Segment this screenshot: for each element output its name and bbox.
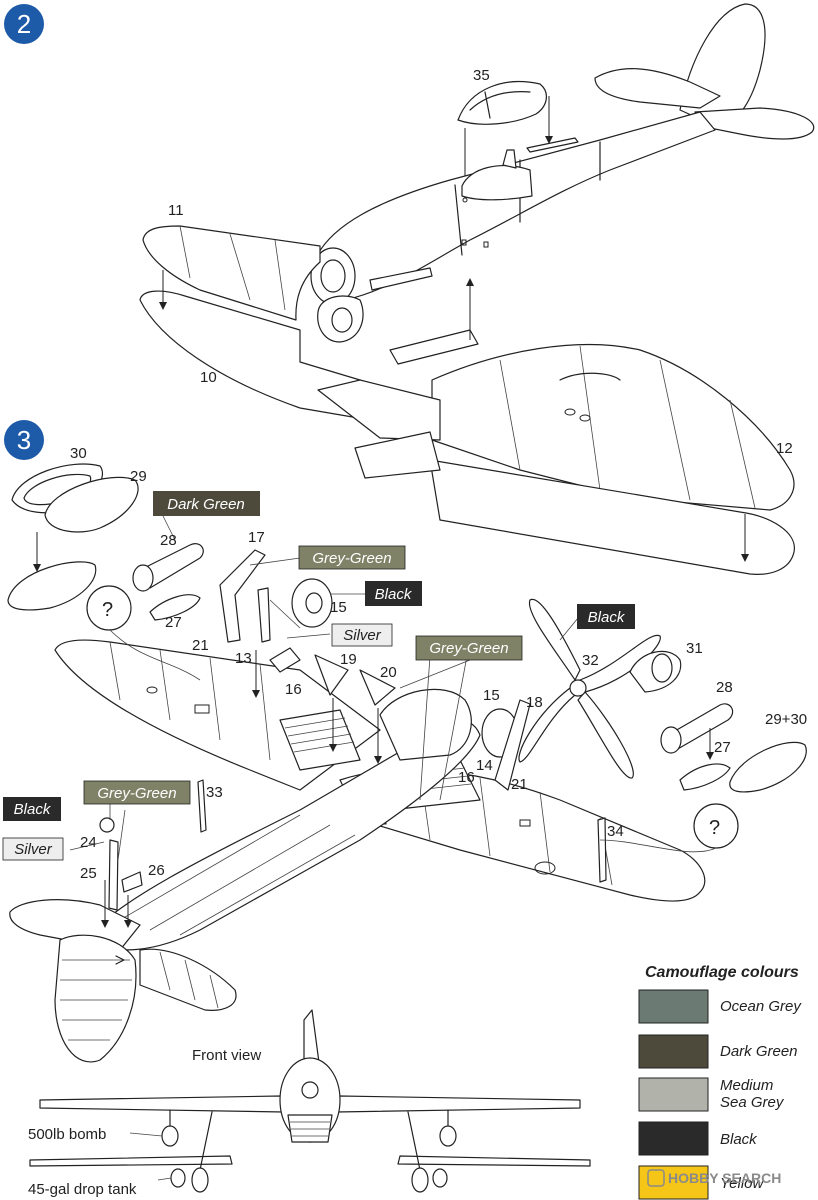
callout-dark-green: Dark Green: [153, 491, 260, 516]
part-label-16b: 16: [458, 769, 475, 786]
legend-yellow: Yellow: [720, 1175, 765, 1192]
part-label-15b: 15: [483, 687, 500, 704]
part-label-18: 18: [526, 694, 543, 711]
gun-part-28: [132, 543, 204, 592]
callout-grey-green-1: Grey-Green: [298, 545, 406, 570]
colour-callouts: Dark Green Grey-Green Black Silver Black…: [2, 491, 635, 861]
canopy-part: [457, 81, 547, 125]
camouflage-legend: Camouflage colours Ocean Grey Dark Green…: [638, 964, 802, 1200]
legend-medium-sea-grey-line2: Sea Grey: [720, 1094, 785, 1111]
drop-tank-label: 45-gal drop tank: [28, 1181, 137, 1198]
swatch-yellow: [638, 1165, 709, 1200]
part-label-26: 26: [148, 862, 165, 879]
step-2-badge: 2: [4, 4, 44, 44]
part-label-11: 11: [168, 202, 184, 219]
legend-black: Black: [720, 1131, 758, 1148]
step-3-drawing: [9, 639, 706, 1063]
part-label-21b: 21: [511, 776, 528, 793]
svg-text:Black: Black: [375, 586, 413, 603]
callout-grey-green-3: Grey-Green: [83, 780, 191, 805]
part-label-19: 19: [340, 651, 357, 668]
step-3-number: 3: [17, 425, 31, 455]
callout-grey-green-2: Grey-Green: [415, 635, 523, 661]
swatch-ocean-grey: [638, 989, 709, 1024]
propeller-32: [518, 598, 661, 779]
part-label-24: 24: [80, 834, 97, 851]
front-view-label: Front view: [192, 1047, 261, 1064]
step-2-number: 2: [17, 9, 31, 39]
svg-text:Black: Black: [14, 801, 52, 818]
callout-silver-2: Silver: [2, 837, 64, 861]
watermark-logo-icon: [647, 1169, 665, 1187]
part-labels: 35 11 10 12 30 29 28 27 17 15 21 13 16 1…: [70, 67, 807, 882]
question-mark-1: ?: [102, 599, 113, 621]
part-label-34: 34: [607, 823, 624, 840]
part-label-29: 29: [130, 468, 147, 485]
legend-ocean-grey: Ocean Grey: [720, 998, 802, 1015]
legend-dark-green: Dark Green: [720, 1043, 798, 1060]
legend-title: Camouflage colours: [645, 964, 799, 981]
part-label-20: 20: [380, 664, 397, 681]
part-label-17: 17: [248, 529, 265, 546]
front-view: [29, 1009, 591, 1193]
callout-black-2: Black: [577, 604, 635, 629]
step-3-badge: 3: [4, 420, 44, 460]
part-label-31: 31: [686, 640, 703, 657]
step-3-parts: [7, 463, 807, 928]
part-label-27b: 27: [714, 739, 731, 756]
swatch-black: [638, 1121, 709, 1156]
part-label-21: 21: [192, 637, 209, 654]
svg-text:Black: Black: [588, 609, 626, 626]
legend-medium-sea-grey-line1: Medium: [720, 1077, 773, 1094]
part-label-15: 15: [330, 599, 347, 616]
watermark-text: HOBBY SEARCH: [668, 1170, 781, 1186]
part-label-32: 32: [582, 652, 599, 669]
callout-black-3: Black: [3, 797, 61, 821]
part-label-27: 27: [165, 614, 182, 631]
part-label-10: 10: [200, 369, 217, 386]
part-label-35: 35: [473, 67, 490, 84]
swatch-medium-sea-grey: [638, 1077, 709, 1112]
part-label-28b: 28: [716, 679, 733, 696]
svg-text:Grey-Green: Grey-Green: [97, 785, 176, 802]
callout-black-1: Black: [365, 581, 422, 606]
part-label-12: 12: [776, 440, 793, 457]
bomb-label: 500lb bomb: [28, 1126, 106, 1143]
part-label-33: 33: [206, 784, 223, 801]
part-label-29-30: 29+30: [765, 711, 807, 728]
part-label-16: 16: [285, 681, 302, 698]
svg-text:Silver: Silver: [14, 841, 53, 858]
svg-text:Grey-Green: Grey-Green: [312, 550, 391, 567]
part-label-28: 28: [160, 532, 177, 549]
question-callout-1: [86, 585, 132, 631]
part-label-30: 30: [70, 445, 87, 462]
part-label-14: 14: [476, 757, 493, 774]
step-2-drawing: [139, 3, 815, 575]
svg-text:Dark Green: Dark Green: [167, 496, 245, 513]
part-label-13: 13: [235, 650, 252, 667]
svg-text:Grey-Green: Grey-Green: [429, 640, 508, 657]
callout-silver-1: Silver: [331, 623, 393, 647]
swatch-dark-green: [638, 1034, 709, 1069]
svg-text:Silver: Silver: [343, 627, 382, 644]
question-mark-2: ?: [709, 817, 720, 839]
watermark: HOBBY SEARCH: [647, 1169, 781, 1187]
part-label-25: 25: [80, 865, 97, 882]
